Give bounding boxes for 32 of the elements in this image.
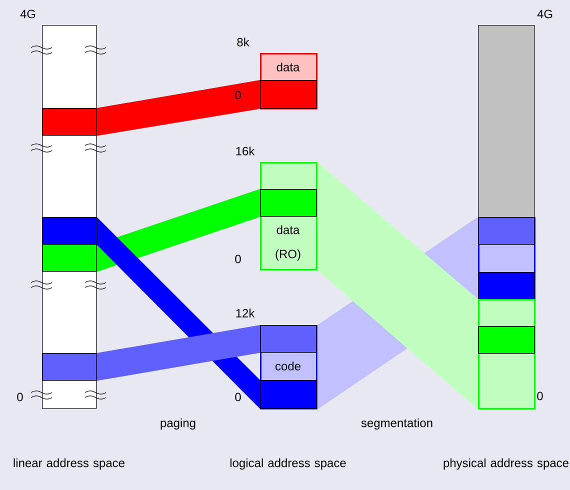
node-label: physical address space: [444, 458, 568, 470]
mapping-band: [96, 80, 260, 136]
page-block: [260, 325, 317, 353]
page-block: [478, 217, 535, 245]
mapping-band: [96, 325, 260, 381]
page-block: [260, 80, 317, 109]
axis-label: 0: [235, 254, 241, 264]
segment-label: data (RO): [276, 225, 300, 261]
page-block: [478, 326, 535, 354]
caption: segmentation: [361, 418, 432, 430]
axis-label: 4G: [20, 10, 36, 18]
segment-label: data: [276, 62, 300, 72]
mapping-band: [317, 162, 478, 410]
caption: paging: [160, 418, 196, 430]
segment-label: code: [276, 362, 300, 370]
axis-label: 0: [235, 392, 241, 402]
page-block: [478, 272, 535, 300]
axis-label: 8k: [237, 38, 250, 46]
axis-label: 0: [537, 392, 543, 400]
page-block: [42, 244, 97, 272]
caption: logical address space: [230, 458, 346, 470]
page-block: [260, 380, 317, 409]
page-block: [42, 108, 97, 136]
axis-label: 0: [17, 392, 23, 402]
page-block: [260, 189, 317, 217]
node-label: linear address space: [14, 458, 124, 470]
axis-label: 0: [235, 90, 241, 100]
page-block: [42, 353, 97, 381]
page-block: [42, 217, 97, 245]
axis-label: 16k: [236, 146, 255, 156]
axis-label: 4G: [537, 10, 552, 18]
axis-label: 12k: [236, 308, 255, 318]
